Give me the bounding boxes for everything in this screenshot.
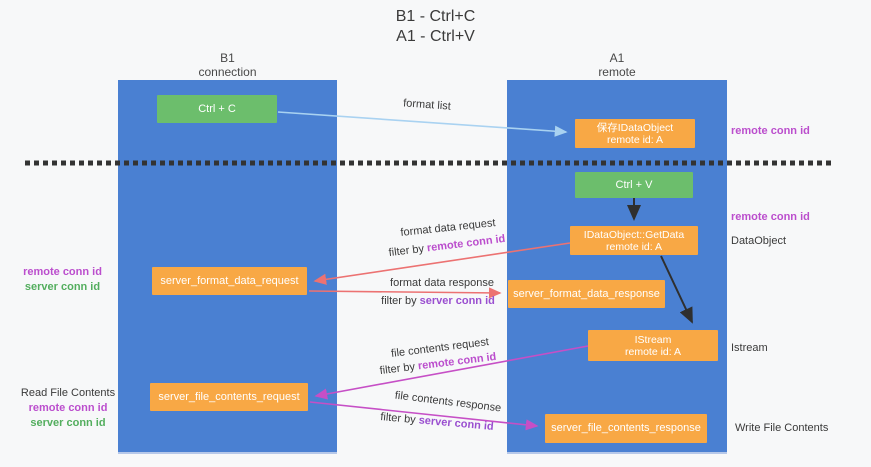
right-remote-conn-id-top: remote conn id bbox=[731, 125, 810, 137]
save-idataobject-line2: remote id: A bbox=[606, 133, 664, 146]
save-idataobject-line1: 保存IDataObject bbox=[596, 121, 674, 134]
server-format-data-request-box: server_format_data_request bbox=[152, 267, 307, 295]
server-format-data-response-label: server_format_data_response bbox=[513, 287, 660, 300]
filter-by-server-conn-id-label-1: filter by server conn id bbox=[363, 295, 513, 307]
diagram-title: B1 - Ctrl+C A1 - Ctrl+V bbox=[0, 7, 871, 47]
lifeline-b1-name: B1 bbox=[220, 51, 235, 65]
left-remote-conn-id: remote conn id bbox=[23, 266, 102, 278]
ctrl-v-label: Ctrl + V bbox=[615, 178, 653, 191]
arrow-file-contents-request bbox=[314, 345, 589, 400]
server-file-contents-request-label: server_file_contents_request bbox=[158, 390, 300, 403]
lifeline-a1-role: remote bbox=[598, 65, 636, 79]
format-data-response-label: format data response bbox=[390, 277, 494, 289]
right-remote-conn-id-mid: remote conn id bbox=[731, 211, 810, 223]
server-file-contents-response-label: server_file_contents_response bbox=[551, 422, 701, 434]
ctrl-c-box: Ctrl + C bbox=[157, 95, 277, 123]
server-file-contents-request-box: server_file_contents_request bbox=[150, 383, 308, 411]
lifeline-header-b1: B1 connection bbox=[118, 51, 337, 79]
istream-side-label: Istream bbox=[731, 342, 768, 354]
server-file-contents-response-box: server_file_contents_response bbox=[545, 414, 707, 443]
lifeline-header-a1: A1 remote bbox=[507, 51, 727, 79]
istream-box: IStream remote id: A bbox=[588, 330, 718, 361]
left2-server-conn-id: server conn id bbox=[30, 417, 106, 429]
arrow-format-data-request bbox=[313, 242, 571, 285]
read-file-contents-group: Read File Contents remote conn id server… bbox=[18, 386, 118, 431]
left-server-conn-id: server conn id bbox=[24, 281, 101, 293]
server-conn-id-highlight: server conn id bbox=[419, 295, 495, 307]
arrow-getdata-to-istream bbox=[660, 255, 693, 324]
arrow-format-data-response bbox=[308, 287, 502, 299]
istream-line2: remote id: A bbox=[624, 345, 682, 358]
istream-line1: IStream bbox=[634, 333, 672, 346]
dataobject-label: DataObject bbox=[731, 235, 787, 247]
arrow-format-list bbox=[277, 111, 568, 137]
ctrl-c-label: Ctrl + C bbox=[198, 102, 236, 115]
title-line-2: A1 - Ctrl+V bbox=[396, 28, 475, 45]
left2-remote-conn-id: remote conn id bbox=[28, 402, 108, 414]
title-line-1: B1 - Ctrl+C bbox=[395, 8, 476, 25]
idataobject-getdata-box: IDataObject::GetData remote id: A bbox=[570, 226, 698, 255]
write-file-contents-label: Write File Contents bbox=[735, 422, 829, 434]
save-idataobject-box: 保存IDataObject remote id: A bbox=[575, 119, 695, 148]
left-conn-id-labels: remote conn id server conn id bbox=[15, 265, 110, 295]
filter-by-prefix: filter by bbox=[381, 295, 420, 307]
lifeline-b1-role: connection bbox=[198, 65, 257, 79]
read-file-contents-label: Read File Contents bbox=[20, 387, 116, 399]
lifeline-a1-name: A1 bbox=[609, 51, 625, 65]
idataobject-getdata-line2: remote id: A bbox=[605, 240, 663, 253]
server-format-data-request-label: server_format_data_request bbox=[160, 274, 299, 287]
idataobject-getdata-line1: IDataObject::GetData bbox=[583, 228, 685, 241]
arrow-file-contents-response bbox=[309, 401, 539, 431]
ctrl-v-box: Ctrl + V bbox=[575, 172, 693, 198]
server-format-data-response-box: server_format_data_response bbox=[508, 280, 665, 308]
